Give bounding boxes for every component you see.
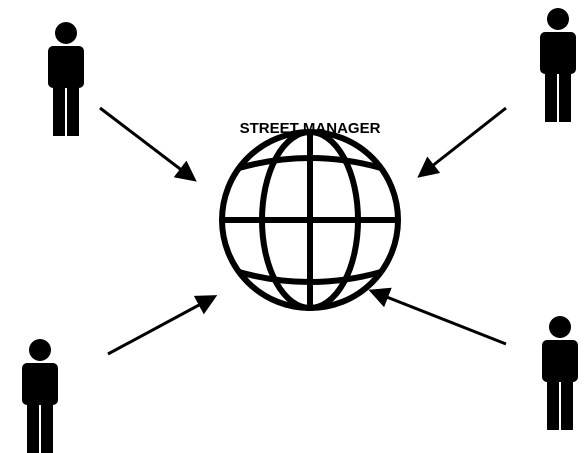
- arrow-top-left: [99, 106, 197, 182]
- arrow-bottom-left: [107, 295, 218, 356]
- arrow-bottom-right: [368, 287, 507, 346]
- globe-icon: [219, 129, 401, 311]
- person-icon-bottom-right: [542, 316, 578, 430]
- person-icon-bottom-left: [22, 339, 58, 453]
- person-icon-top-left: [48, 22, 84, 136]
- arrow-top-right: [417, 106, 507, 178]
- diagram-title: STREET MANAGER: [240, 120, 381, 137]
- person-icon-top-right: [540, 8, 576, 122]
